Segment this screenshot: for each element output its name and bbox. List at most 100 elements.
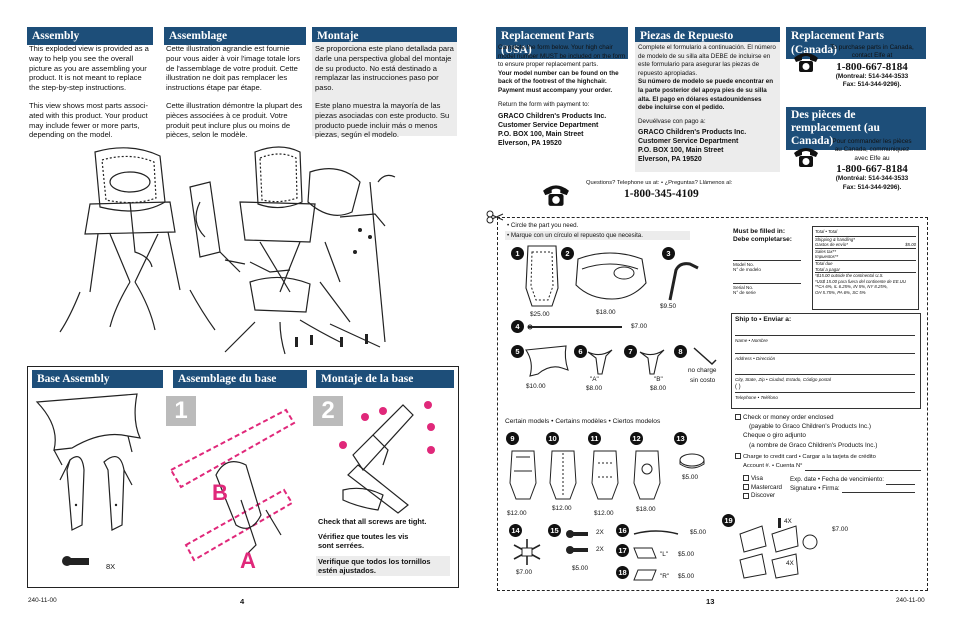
part-label: "B" [654,376,663,383]
check-option: Check or money order enclosed [735,413,921,422]
part-leg-a[interactable] [586,346,616,376]
ee-text: Complete el formulario a continuación. E… [635,42,780,172]
signature-field[interactable] [841,485,915,494]
part-number-badge[interactable]: 1 [511,247,524,260]
exp-field[interactable] [886,476,915,485]
canada-contact: To purchase parts in Canada, contact Elf… [818,44,926,90]
part-hex-key[interactable] [692,346,718,366]
canada-fr-contact: Pour commander les pièces au Canada, com… [818,138,926,192]
part-number-badge[interactable]: 16 [616,524,629,537]
serial-number-field[interactable] [733,277,801,284]
part-number-badge[interactable]: 14 [509,524,522,537]
part-cup-holder[interactable] [678,452,706,470]
part-price: $12.00 [507,510,527,517]
part-caster-kit[interactable] [736,516,820,582]
visa-label: Visa [751,475,763,482]
mastercard-option: Mastercard [743,484,782,493]
totals-box: Total • Total Shipping & handling* Gasto… [812,226,919,310]
part-harness[interactable] [512,537,542,567]
ee-addr-line: Customer Service Department [638,138,739,146]
usa-header: Replacement Parts (USA) [496,27,628,59]
part-number-badge[interactable]: 6 [574,345,587,358]
totals-note: **CA 6%, IL 6.25%, IN 5%, NY 8.25%, [815,284,888,290]
part-price: $5.00 [572,565,588,572]
part-tray[interactable] [572,247,648,305]
totals-row: Gastos de envío*$5.00 [815,242,916,249]
part-number-badge[interactable]: 15 [548,524,561,537]
part-price: $25.00 [530,311,550,318]
part-number-badge[interactable]: 13 [674,432,687,445]
right-page-number: 13 [706,597,715,606]
canada-fr-intro-1: Pour commander les pièces [832,138,912,145]
part-number-badge[interactable]: 4 [511,320,524,333]
part-hinge-right[interactable] [632,566,658,584]
part-price: $10.00 [526,383,546,390]
part-number-badge[interactable]: 3 [662,247,675,260]
label-a: A [240,548,256,573]
assemblage-header: Assemblage [164,27,306,45]
part-seat-cover-12[interactable] [632,447,662,501]
part-seat-cover-10[interactable] [548,447,578,501]
canada-fax: Fax: 514-344-9296). [842,81,902,89]
part-number-badge[interactable]: 2 [561,247,574,260]
part-footrest-bar[interactable] [526,320,626,334]
visa-checkbox[interactable] [743,475,749,482]
city-field[interactable] [735,367,915,375]
part-leg-b[interactable] [638,346,668,376]
part-strap[interactable] [632,528,680,540]
part-number-badge[interactable]: 19 [722,514,735,527]
model-number-field[interactable] [733,254,801,261]
part-number-badge[interactable]: 5 [511,345,524,358]
scissors-icon [486,210,504,224]
check-screws-fr: Vérifiez que toutes les vis sont serrées… [318,532,409,550]
us-phone-number: 1-800-345-4109 [624,188,699,200]
canada-fr-intro-2: au Canada, communiquez [834,146,910,154]
canada-fr-montreal: (Montréal: 514-344-3533 [835,175,909,183]
part-number-badge[interactable]: 9 [506,432,519,445]
part-price: $12.00 [552,505,572,512]
name-field[interactable] [735,328,915,336]
part-number-badge[interactable]: 18 [616,566,629,579]
mastercard-checkbox[interactable] [743,483,749,490]
part-seat-pad[interactable] [524,244,560,308]
part-number-badge[interactable]: 12 [630,432,643,445]
part-number-badge[interactable]: 8 [674,345,687,358]
part-seat-cover-11[interactable] [590,447,620,501]
part-price: $18.00 [596,309,616,316]
telephone-field[interactable] [735,388,915,393]
discover-checkbox[interactable] [743,492,749,499]
address-field[interactable] [735,346,915,354]
account-field[interactable] [805,462,921,472]
ee-para-1: Complete el formulario a continuación. E… [638,44,776,77]
check-line-4: (a nombre de Graco Children's Products I… [749,441,878,449]
circle-part-es: • Marque con un círculo el repuesto que … [505,231,690,240]
totals-line: Total • Total [815,229,838,234]
part-number-badge[interactable]: 11 [588,432,601,445]
check-checkbox[interactable] [735,414,741,421]
part-seat-cover-9[interactable] [508,447,538,501]
card-types: Visa Mastercard Discover [743,475,782,501]
part-base-front[interactable] [524,344,570,384]
account-row: Account #. • Cuenta N° [735,462,921,472]
sig-label: Signature • Firma: [790,484,840,492]
part-number-badge[interactable]: 10 [546,432,559,445]
part-number-badge[interactable]: 17 [616,544,629,557]
part-label: "L" [660,551,669,558]
exp-label: Exp. date • Fecha de vencimiento: [790,476,884,483]
certain-models-label: Certain models • Certains modèles • Cier… [505,418,661,425]
part-hinge-left[interactable] [632,544,658,562]
telephone-label: Telephone • Teléfono [735,395,778,400]
ee-addr-line: Elverson, PA 19520 [638,156,702,164]
charge-checkbox[interactable] [735,453,741,460]
assemblage-base-header: Assemblage du base [173,370,307,388]
montaje-text: Se proporciona este plano detallada para… [312,42,457,139]
assembly-header: Assembly [27,27,153,45]
part-tray-bar[interactable] [662,260,702,302]
ee-addr-line: P.O. BOX 100, Main Street [638,147,724,155]
part-number-badge[interactable]: 7 [624,345,637,358]
right-footer-code: 240-11-00 [896,597,925,604]
serial-no-en: Serial No. [733,285,754,290]
account-label: Account #. • Cuenta N° [743,463,803,470]
part-price: $8.00 [650,385,666,392]
usa-addr-line: Customer Service Department [498,122,599,130]
